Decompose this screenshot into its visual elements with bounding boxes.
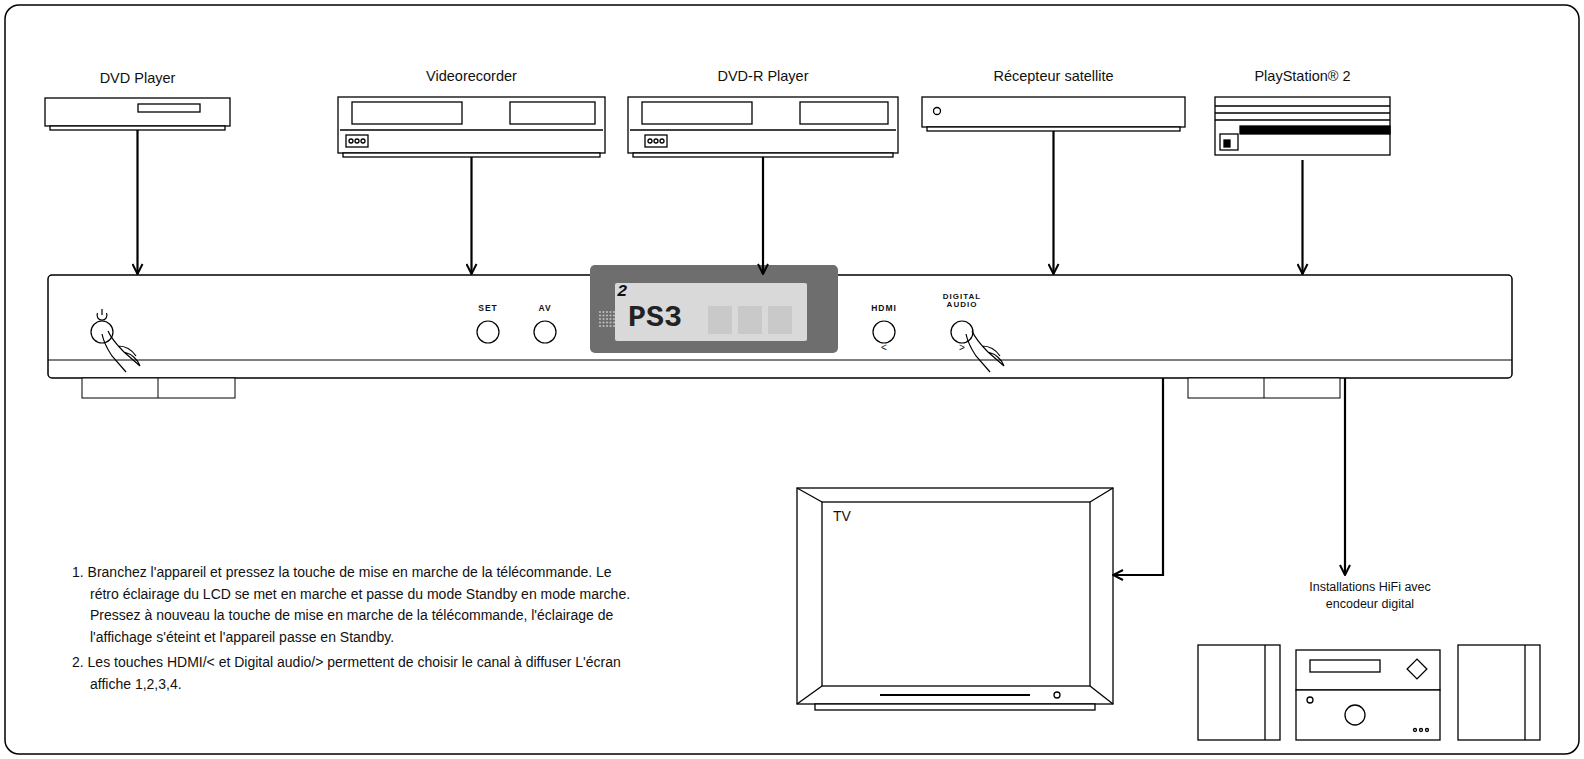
hifi-illustration <box>1198 645 1540 740</box>
speaker-dot <box>609 318 611 320</box>
frame <box>5 5 1579 754</box>
tv-illustration <box>797 488 1113 710</box>
signal-arrow <box>1301 160 1303 274</box>
lcd-text: PS3 <box>628 303 682 335</box>
instruction-step: 1. Branchez l'appareil et pressez la tou… <box>72 562 632 648</box>
button-arrow: > <box>959 343 965 354</box>
lcd-digit: 2 <box>617 283 627 301</box>
speaker-dot <box>606 318 608 320</box>
speaker-dot <box>609 321 611 323</box>
speaker-dot <box>606 314 608 316</box>
dvd-player: DVD Player <box>42 70 233 130</box>
button-label: DIGITAL AUDIO <box>941 293 983 310</box>
signal-arrow <box>1113 378 1163 575</box>
game-console: PlayStation® 2 <box>1212 68 1393 160</box>
videorecorder: Videorecorder <box>335 68 608 157</box>
signal-arrow <box>1344 378 1346 575</box>
speaker-dot <box>602 325 604 327</box>
speaker-dot <box>613 314 615 316</box>
satellite-receiver: Récepteur satellite <box>919 68 1188 131</box>
source-devices <box>45 97 1390 157</box>
speaker-dot <box>599 325 601 327</box>
speaker-dot <box>609 311 611 313</box>
hifi-system: Installations HiFi avec encodeur digital <box>1195 575 1542 743</box>
signal-arrow <box>470 157 472 274</box>
hifi-label: Installations HiFi avec encodeur digital <box>1305 579 1435 613</box>
device-label: PlayStation® 2 <box>1212 68 1393 84</box>
speaker-dot <box>609 325 611 327</box>
button-label: AV <box>538 304 551 313</box>
speaker-dot <box>613 321 615 323</box>
device-label: Récepteur satellite <box>919 68 1188 84</box>
button-label: HDMI <box>871 304 897 313</box>
device-label: DVD Player <box>42 70 233 86</box>
hdmi-switch-housing <box>48 265 1512 398</box>
tv-label: TV <box>797 488 873 524</box>
instruction-step: 2. Les touches HDMI/< et Digital audio/>… <box>72 652 632 695</box>
pressing-hand <box>102 331 1004 372</box>
power-symbol <box>97 309 107 320</box>
signal-arrow <box>136 130 138 274</box>
speaker-dot <box>602 314 604 316</box>
speaker-dot <box>602 318 604 320</box>
speaker-dot <box>599 321 601 323</box>
speaker-dot <box>606 325 608 327</box>
hdmi-switch: SET AV 2PS3 HDMI < DIGITAL AUDIO > <box>48 275 1512 378</box>
speaker-dot <box>613 325 615 327</box>
speaker-dot <box>609 314 611 316</box>
speaker-dot <box>606 311 608 313</box>
dvd-r-player: DVD-R Player <box>625 68 901 157</box>
instructions: 1. Branchez l'appareil et pressez la tou… <box>72 562 632 695</box>
tv-set: TV <box>797 488 1113 710</box>
signal-arrow <box>1052 131 1054 274</box>
button-arrow: < <box>881 343 887 354</box>
button-label: SET <box>478 304 498 313</box>
speaker-dot <box>613 311 615 313</box>
speaker-dot <box>613 318 615 320</box>
device-label: DVD-R Player <box>625 68 901 84</box>
device-label: Videorecorder <box>335 68 608 84</box>
speaker-dot <box>599 311 601 313</box>
speaker-dot <box>602 311 604 313</box>
speaker-dot <box>599 314 601 316</box>
speaker-dot <box>602 321 604 323</box>
speaker-dot <box>606 321 608 323</box>
signal-arrow <box>762 157 764 274</box>
speaker-dot <box>599 318 601 320</box>
